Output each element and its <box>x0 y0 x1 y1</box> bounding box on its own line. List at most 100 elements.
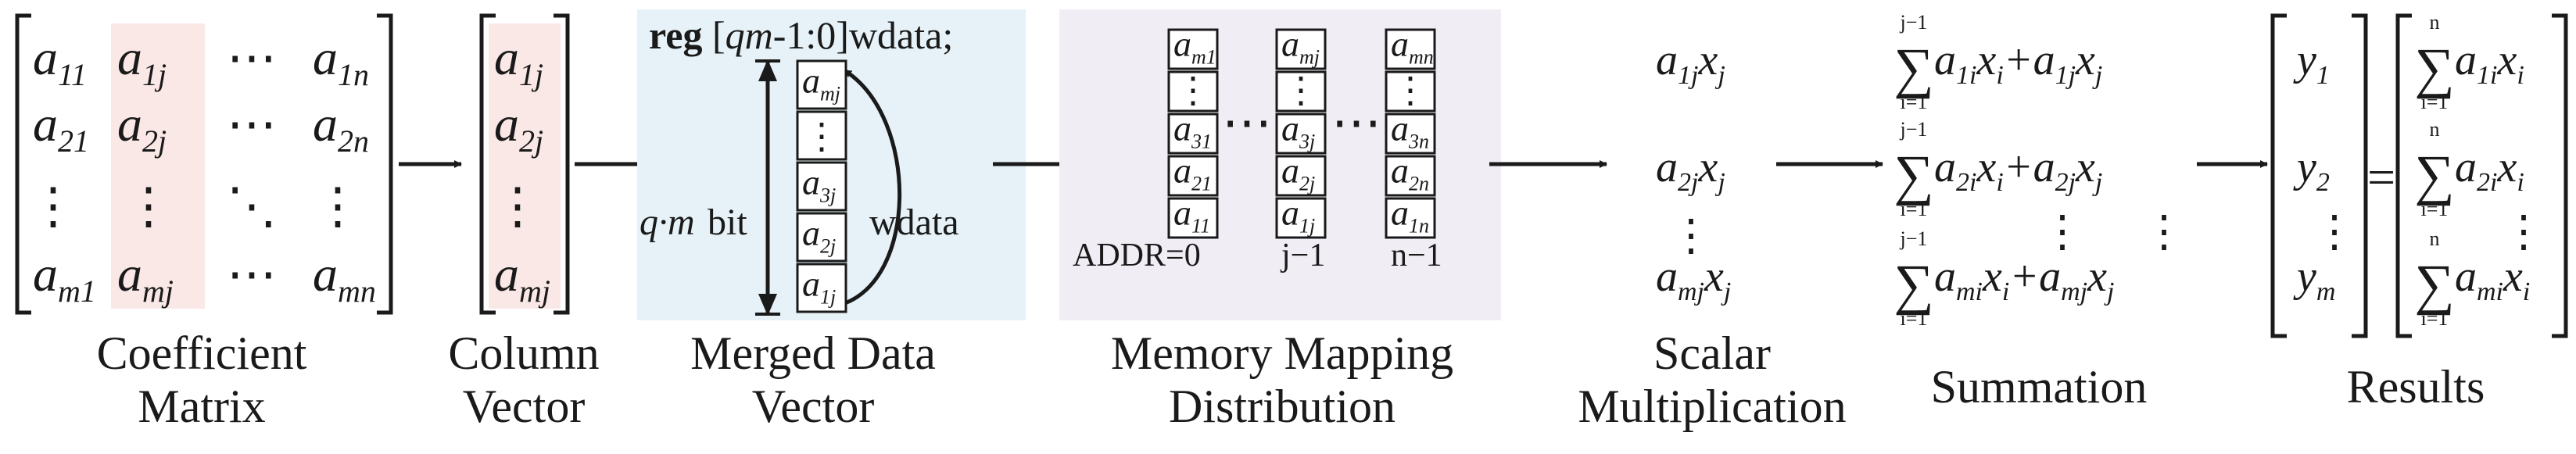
register-cell <box>1275 155 1327 197</box>
caption-memory-line2: Distribution <box>1169 381 1395 432</box>
memory-column-label: ADDR=0 <box>1073 238 1201 273</box>
caption-coefficient-line2: Matrix <box>138 381 265 432</box>
matrix-cell-base: a <box>33 96 58 152</box>
sum-upper-limit: j−1 <box>1900 118 1928 141</box>
reg-keyword: reg <box>649 13 702 57</box>
register-cell-base: a <box>1391 150 1409 190</box>
matrix-cell-subscript: mn <box>338 273 376 309</box>
caption-column-line2: Vector <box>463 381 586 432</box>
sum-a-subscript: 1i <box>1956 61 1976 90</box>
sum-xj-subscript: j <box>2104 277 2114 306</box>
scalar-term-x: x <box>1704 252 1724 301</box>
register-cell-subscript: 3j <box>1299 130 1315 152</box>
register-cell <box>1385 70 1436 113</box>
width-var: q·m <box>640 202 695 243</box>
result-x: x <box>2503 252 2523 301</box>
sum-lower-limit: i=1 <box>1901 307 1928 330</box>
sum-dots-1: ⋮ <box>2040 208 2084 256</box>
result-x-subscript: i <box>2517 61 2524 90</box>
sum-x-subscript: i <box>2002 277 2009 306</box>
matrix-cell: ⋮ <box>313 178 363 234</box>
sum-b-subscript: 2j <box>2055 168 2076 197</box>
matrix-cell-subscript: 2j <box>142 123 167 159</box>
sum-left-bracket <box>2395 13 2412 338</box>
register-cell-subscript: 1n <box>1409 214 1429 237</box>
register-cell-subscript: 3n <box>1408 130 1429 152</box>
register-cell-subscript: 31 <box>1191 130 1212 152</box>
register-cell <box>796 110 847 161</box>
sum-sigma: ∑ <box>1893 37 1933 99</box>
caption-merged-line2: Vector <box>752 381 875 432</box>
sum-right-bracket <box>2552 13 2568 338</box>
result-upper-limit: n <box>2430 11 2440 34</box>
result-y-base: y <box>2293 252 2316 301</box>
sum-b-subscript: 1j <box>2055 61 2076 90</box>
width-arrow-down-head <box>758 294 777 316</box>
register-cell-base: a <box>1173 108 1191 148</box>
register-cell-base: a <box>1173 23 1191 63</box>
scalar-term-base: a <box>1656 252 1678 301</box>
sum-xj: x <box>2075 143 2095 191</box>
matrix-cell-subscript: 1j <box>142 57 167 92</box>
merged-data-vector: reg [qm-1:0]wdata; q·m bit wdata amj⋮a3j… <box>637 9 1026 320</box>
matrix-cell-base: a <box>313 246 338 302</box>
matrix-column-highlight <box>111 23 205 309</box>
scalar-term-subscript: 1j <box>1678 61 1698 90</box>
register-cell-label: amn <box>1391 23 1434 68</box>
scalar-term: a1jxj <box>1656 36 1725 90</box>
register-cell-subscript: 2n <box>1409 172 1429 195</box>
sum-x-subscript: i <box>1996 168 2003 197</box>
register-cell-subscript: m1 <box>1191 45 1216 68</box>
caption-coefficient-line1: Coefficient <box>97 327 307 379</box>
result-a-subscript: 1i <box>2477 61 2497 90</box>
wdata-arrow <box>840 68 902 307</box>
sum-a-subscript: 2i <box>1956 168 1976 197</box>
register-cell-subscript: 21 <box>1191 172 1212 195</box>
sum-x: x <box>1982 252 2002 301</box>
register-cell <box>1167 113 1219 155</box>
result-x: x <box>2496 143 2517 191</box>
scalar-term-base: a <box>1656 36 1678 84</box>
width-unit: bit <box>708 202 747 243</box>
matrix-cell-base: a <box>313 96 338 152</box>
sum-upper-limit: j−1 <box>1900 11 1928 34</box>
register-cell <box>1385 155 1436 197</box>
y-right-bracket <box>2352 13 2368 338</box>
matrix-cell-subscript: mj <box>142 273 174 309</box>
column-cell-subscript: mj <box>519 273 550 309</box>
register-cell-subscript: 3j <box>819 184 836 206</box>
matrix-cell: ⋮ <box>28 178 78 234</box>
memory-dots-2: ⋯ <box>1331 95 1381 150</box>
register-cell-label: a1j <box>802 263 836 308</box>
result-y: ym <box>2293 252 2335 306</box>
register-cell-base: a <box>1173 150 1191 190</box>
register-cell-label: a21 <box>1173 150 1212 195</box>
reg-range-var: qm <box>726 13 773 57</box>
result-y-subscript: 1 <box>2316 61 2330 90</box>
sum-b: a <box>2033 36 2055 84</box>
sum-plus: + <box>2004 143 2033 191</box>
matrix-cell-base: a <box>117 30 142 85</box>
register-cell <box>1167 155 1219 197</box>
register-cell-base: a <box>1281 23 1299 63</box>
caption-summation: Summation <box>1931 361 2148 413</box>
register-cell <box>796 161 847 212</box>
column-cell: a1j <box>494 30 543 92</box>
sum-x-subscript: i <box>1996 61 2003 90</box>
matrix-cell-subscript: m1 <box>58 273 96 309</box>
result-x-subscript: i <box>2523 277 2530 306</box>
matrix-cell-base: a <box>117 96 142 152</box>
result-y: y2 <box>2293 143 2330 197</box>
sum-plus: + <box>2009 252 2039 301</box>
register-cell <box>796 263 847 313</box>
result-y-base: y <box>2293 143 2316 191</box>
matrix-right-bracket <box>377 13 393 315</box>
result-y-subscript: 2 <box>2316 168 2330 197</box>
register-cell-label: a31 <box>1173 108 1212 152</box>
memory-mapping: am1⋮a31a21a11ADDR=0amj⋮a3ja2ja1jj−1amn⋮a… <box>1059 9 1501 320</box>
sum-b: a <box>2033 143 2055 191</box>
matrix-cell: a21 <box>33 96 89 159</box>
